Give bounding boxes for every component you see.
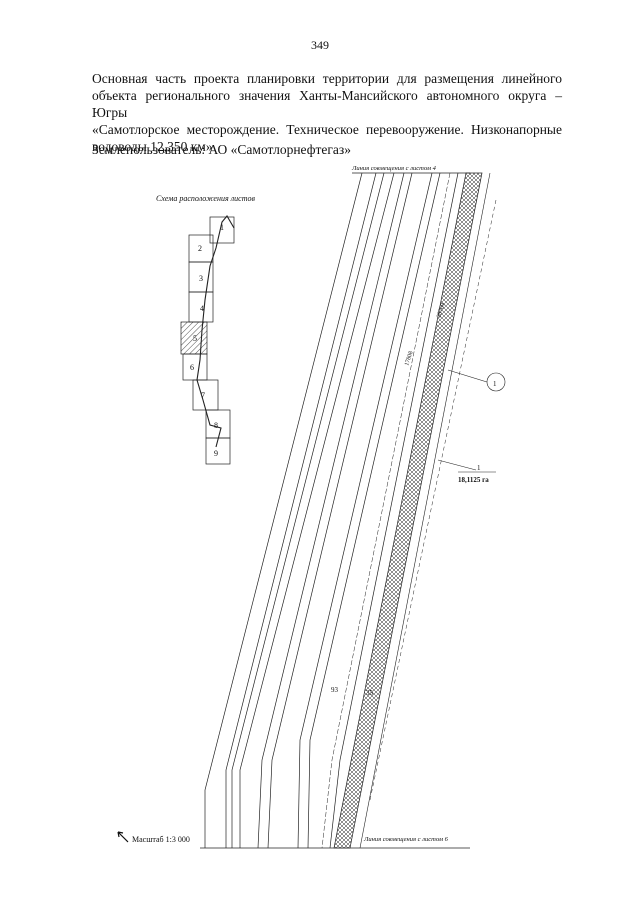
header-line-4: водоводы 12,350 км» <box>92 139 213 154</box>
road-lines <box>204 172 441 849</box>
sheet-label-9: 9 <box>214 449 218 458</box>
scale-label: Масштаб 1:3 000 <box>132 835 190 844</box>
road-label: 17808 <box>404 350 414 366</box>
header-line-2: объекта регионального значения Ханты-Ман… <box>92 88 562 120</box>
parcel-label: 28769 <box>436 302 446 318</box>
annotations <box>437 369 506 473</box>
document-header: Основная часть проекта планировки террит… <box>92 70 562 155</box>
sheet-label-6: 6 <box>190 363 194 372</box>
scheme-title: Схема расположения листов <box>156 194 255 203</box>
sheet-label-2: 2 <box>198 244 202 253</box>
match-line-top-label: Линия совмещения с листом 4 <box>352 165 436 172</box>
sheet-label-1: 1 <box>220 223 224 232</box>
sheet-label-4: 4 <box>200 304 204 313</box>
area-value: 18,1125 га <box>458 476 489 484</box>
point-label-b: 35 <box>366 689 373 697</box>
callout-number: 1 <box>493 380 497 388</box>
page-number: 349 <box>311 38 329 52</box>
point-label-a: 93 <box>331 686 338 694</box>
land-user: Землепользователь: АО «Самотлорнефтегаз» <box>92 142 351 157</box>
sheet-label-7: 7 <box>201 391 205 400</box>
north-arrow-icon <box>117 831 129 843</box>
sheet-label-3: 3 <box>199 274 203 283</box>
header-line-1: Основная часть проекта планировки террит… <box>92 71 562 86</box>
pipeline-corridor <box>321 172 497 849</box>
sheet-label-8: 8 <box>214 421 218 430</box>
sheet-label-5: 5 <box>193 334 197 343</box>
header-line-3: «Самотлорское месторождение. Техническое… <box>92 122 562 137</box>
match-line-bottom-label: Линия совмещения с листом 6 <box>364 836 448 843</box>
sheet-scheme: 1 2 3 4 5 6 7 8 9 <box>180 215 235 465</box>
area-number: 1 <box>477 464 481 472</box>
